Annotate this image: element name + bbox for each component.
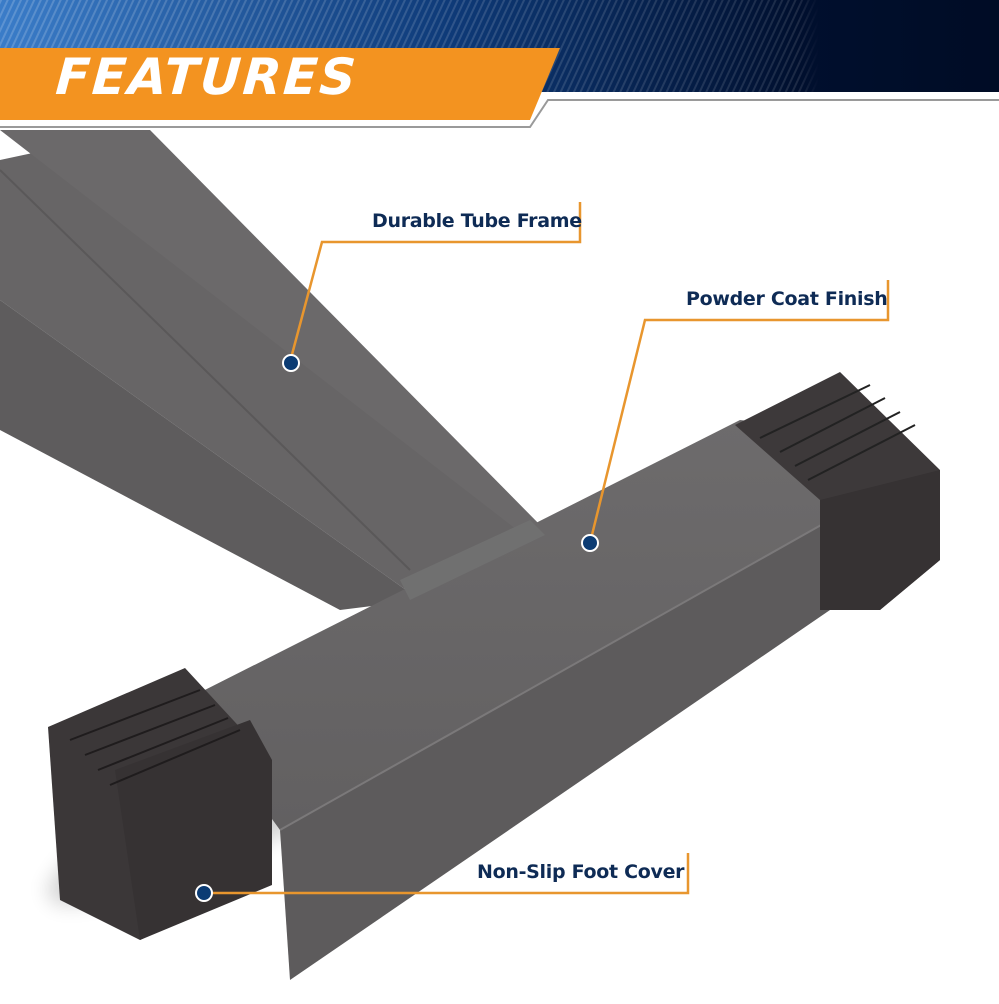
foot-cover-left: [48, 668, 272, 940]
callout-markers: [195, 354, 599, 902]
leader-lines: [204, 202, 890, 895]
page-title: FEATURES: [53, 48, 360, 106]
header-banner: [0, 0, 999, 135]
callout-powder-coat-finish: Powder Coat Finish: [686, 288, 888, 310]
tube-frame-main: [185, 420, 831, 980]
callout-non-slip-foot-cover: Non-Slip Foot Cover: [477, 861, 685, 883]
leader-line-non-slip-foot-cover: [204, 853, 690, 895]
leader-line-powder-coat-finish: [588, 280, 890, 544]
dot-marker-icon: [581, 534, 599, 552]
foot-cover-right: [735, 372, 940, 610]
dot-marker-icon: [195, 884, 213, 902]
leader-line-durable-tube-frame: [288, 202, 582, 363]
callout-durable-tube-frame: Durable Tube Frame: [372, 210, 582, 232]
tube-frame-diagonal: [0, 130, 545, 610]
dot-marker-icon: [282, 354, 300, 372]
